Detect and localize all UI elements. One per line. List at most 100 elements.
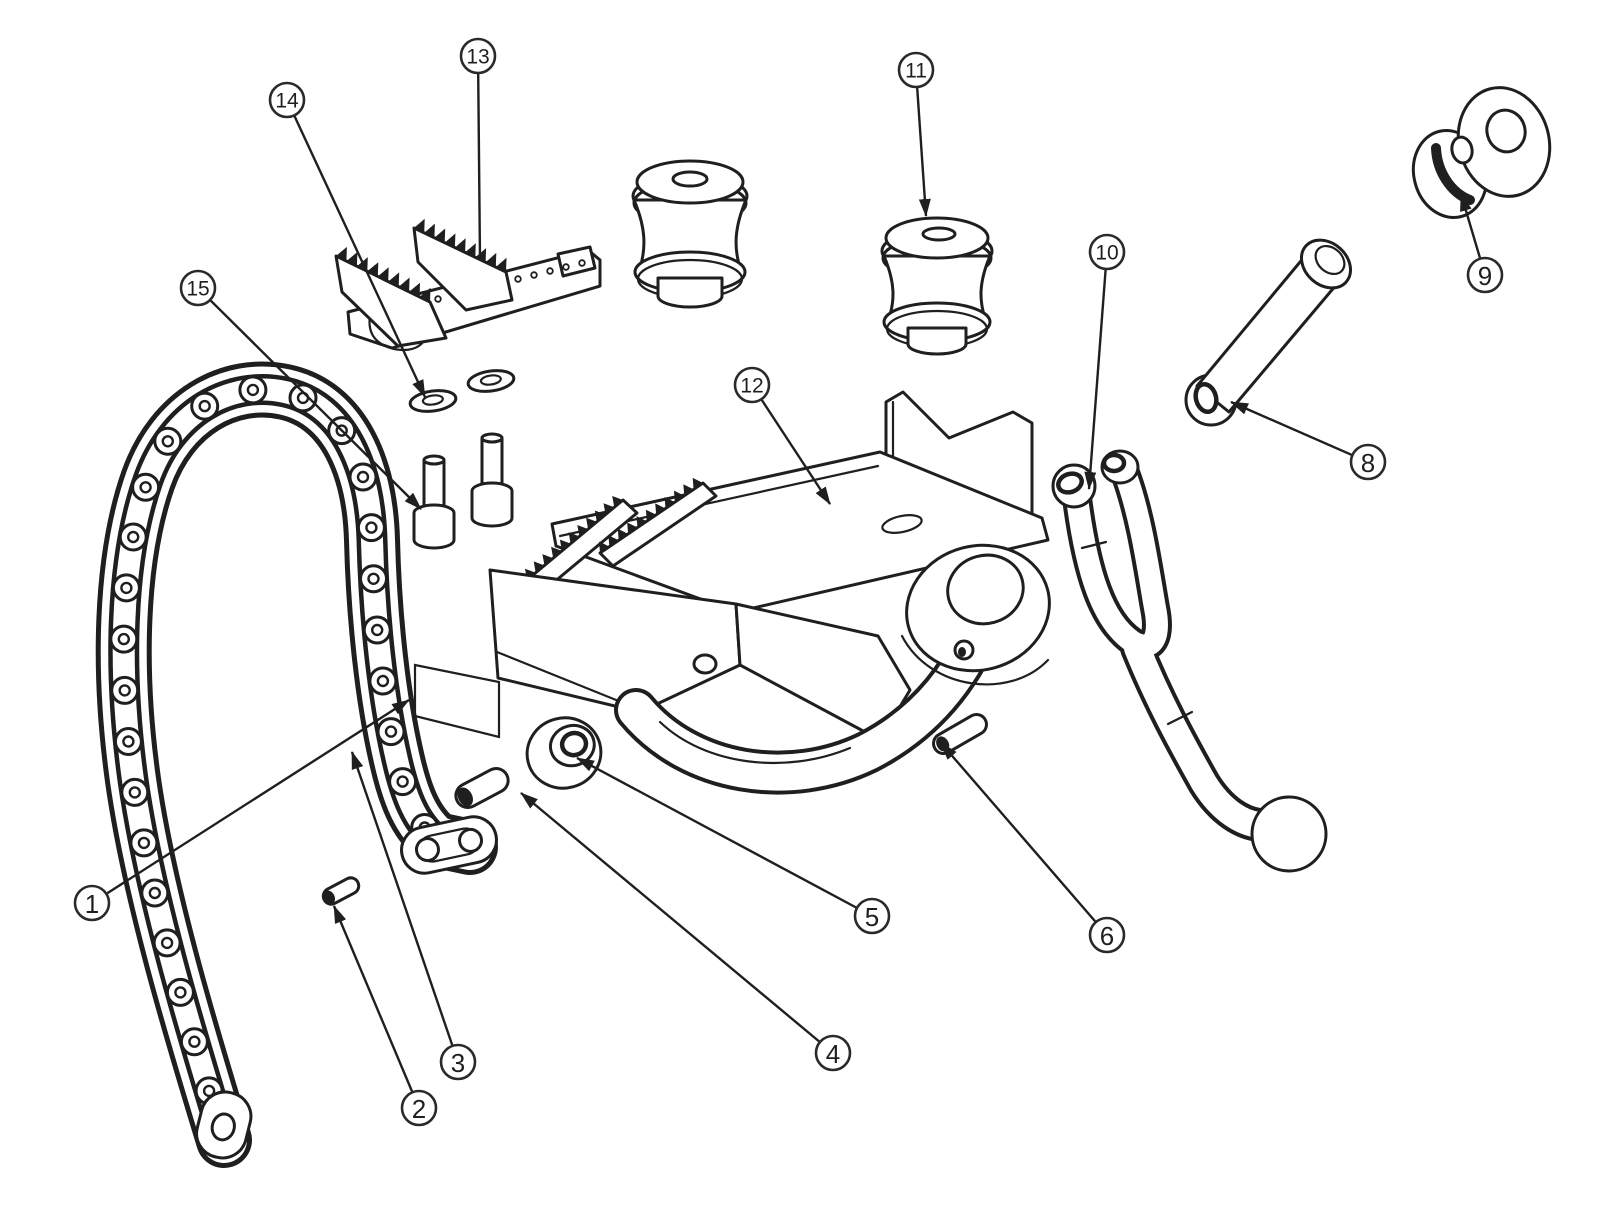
callout-leader-11 (916, 87, 931, 217)
yoke-joint-line-1 (1080, 540, 1108, 550)
callout-leader-14 (293, 115, 427, 398)
body-hook-inner-line (658, 720, 852, 764)
callout-number-3: 3 (451, 1048, 465, 1078)
callout-balloon-4 (814, 1034, 852, 1072)
callout-leader-3 (350, 751, 454, 1046)
chain-pin-hole (202, 1084, 216, 1098)
clevis-pin (454, 766, 510, 810)
callout-15: 15 (179, 269, 422, 510)
callout-number-15: 15 (186, 278, 209, 301)
callout-number-5: 5 (865, 902, 879, 932)
callout-3: 3 (350, 751, 477, 1081)
callout-leader-5 (576, 756, 857, 909)
jaw-ramp-left-teeth (336, 246, 431, 302)
washer-left (408, 389, 458, 413)
callout-1: 1 (73, 698, 410, 922)
chain-pin-hole (356, 470, 370, 484)
jaw-scallop-dot (530, 271, 538, 279)
callout-11: 11 (897, 51, 935, 217)
chain-pin-hole (365, 521, 378, 534)
callout-balloon-1 (73, 884, 111, 922)
callout-balloon-12 (733, 366, 771, 404)
chain-pin-hole (117, 632, 131, 646)
callout-number-11: 11 (905, 60, 927, 83)
callout-balloon-6 (1088, 916, 1126, 954)
chain-pin-hole (148, 886, 162, 900)
body-boss (905, 543, 1051, 673)
callout-balloon-13 (459, 37, 497, 75)
chain-pin-hole (371, 623, 384, 637)
knob-center-hole (1485, 108, 1527, 154)
body-top-plate (550, 450, 1050, 614)
callout-leader-13 (477, 73, 482, 261)
callout-number-4: 4 (826, 1039, 840, 1069)
roller-chain (111, 377, 501, 1163)
yoke-ball (1250, 795, 1328, 873)
body-screw-hole-shadow (694, 666, 712, 674)
yoke-u-fill (1065, 462, 1168, 657)
body-housing-fold (495, 650, 638, 710)
roller-left (631, 159, 749, 309)
yoke-eye-left-hole (1056, 471, 1084, 495)
jaw-scallop-dot (514, 275, 522, 283)
vise-body (488, 390, 1051, 795)
callout-balloon-15 (179, 269, 217, 307)
callout-number-9: 9 (1478, 261, 1492, 291)
callout-number-14: 14 (275, 90, 299, 113)
callout-13: 13 (459, 37, 497, 261)
callout-balloon-11 (897, 51, 935, 89)
handle-eye-hole (1193, 381, 1219, 415)
chain-pin-hole (198, 399, 211, 413)
jaw-scallop-dot (546, 267, 554, 275)
callout-leader-15 (209, 299, 422, 510)
callout-balloon-2 (400, 1089, 438, 1127)
callout-leader-8 (1230, 400, 1352, 456)
washer-right (466, 369, 516, 393)
callout-number-13: 13 (466, 46, 489, 69)
bushing (525, 716, 603, 790)
callout-balloon-9 (1466, 256, 1504, 294)
label-plate (413, 663, 501, 739)
chain-pin-hole (128, 786, 142, 799)
callout-10: 10 (1084, 233, 1126, 490)
callout-9: 9 (1459, 193, 1504, 294)
body-rail-right (598, 481, 718, 568)
chain-pin-hole (137, 836, 151, 850)
callout-number-8: 8 (1361, 448, 1375, 478)
yoke-eye-right-hole (1101, 452, 1127, 474)
callout-balloon-5 (853, 897, 891, 935)
knob-side-hole (1450, 135, 1474, 165)
body-collar-lug-hole (958, 647, 966, 657)
chain-end-link-right (400, 815, 498, 875)
pin-small (321, 876, 361, 906)
callout-number-10: 10 (1095, 242, 1118, 265)
callout-leader-10 (1084, 269, 1107, 490)
jaw-ramp-left (334, 254, 448, 348)
callout-balloon-8 (1349, 443, 1387, 481)
callout-leader-2 (332, 905, 414, 1092)
callout-leader-12 (760, 399, 832, 505)
callout-2: 2 (332, 905, 438, 1127)
body-plate-hole (881, 514, 923, 534)
chain-pin-hole (126, 530, 140, 544)
chain-end-link-left (195, 1090, 253, 1160)
handle-end-cap-inner (1314, 244, 1346, 276)
serrated-jaw (334, 218, 602, 352)
callout-14: 14 (268, 81, 427, 398)
chain-pin-hole (160, 936, 174, 950)
chain-pin-hole (396, 775, 409, 788)
callout-6: 6 (940, 742, 1126, 954)
callout-leader-6 (940, 742, 1097, 923)
callout-leader-1 (106, 698, 410, 895)
callout-balloon-10 (1088, 233, 1126, 271)
handle-rod (1184, 238, 1352, 427)
callout-12: 12 (733, 366, 832, 505)
callout-balloon-14 (268, 81, 306, 119)
chain-pins (109, 375, 485, 1155)
chain-pin-hole (139, 481, 152, 494)
chain-pin-hole (122, 735, 135, 748)
callout-8: 8 (1230, 400, 1387, 481)
chain-pin-hole (118, 684, 131, 697)
